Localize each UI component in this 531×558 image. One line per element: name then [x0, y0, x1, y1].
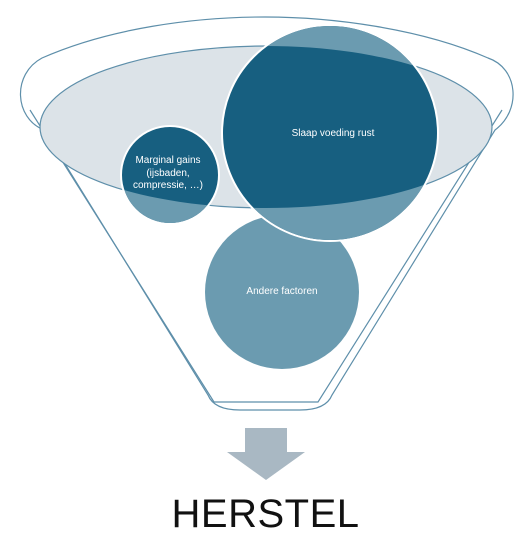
result-title: HERSTEL: [171, 492, 360, 536]
bubble-slaap-voeding-rust: [221, 24, 439, 242]
label-andere-factoren: Andere factoren: [246, 285, 318, 297]
down-arrow-icon: [227, 428, 305, 480]
label-slaap-voeding-rust: Slaap voeding rust: [291, 127, 375, 139]
label-marginal-gains: Marginal gains (ijsbaden, compressie, …): [132, 155, 203, 192]
bubble-andere-factoren: [205, 215, 359, 369]
funnel-inner-line: [29, 109, 503, 403]
